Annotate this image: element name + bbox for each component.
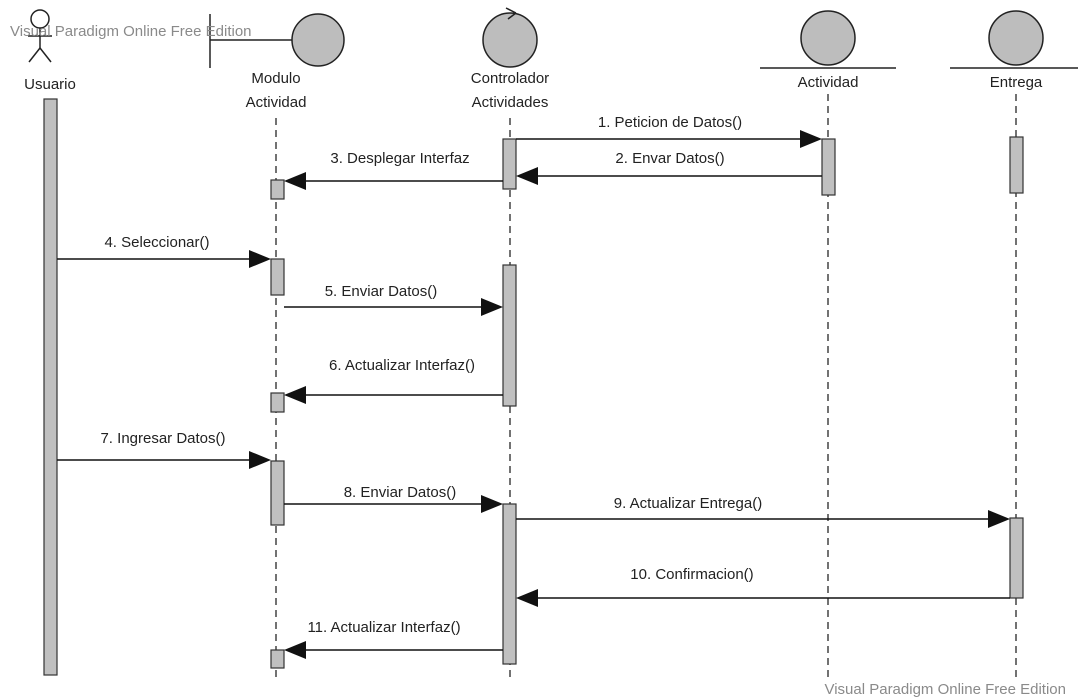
activation-usuario[interactable] (43, 98, 58, 676)
message-3-label: 3. Desplegar Interfaz (330, 150, 469, 167)
message-8[interactable] (284, 495, 503, 513)
entity-actividad-icon[interactable] (760, 10, 896, 69)
watermark-top: Visual Paradigm Online Free Edition (10, 23, 252, 40)
watermark-bottom: Visual Paradigm Online Free Edition (824, 681, 1066, 698)
message-5[interactable] (284, 298, 503, 316)
control-controlador-icon[interactable] (482, 7, 538, 68)
message-11-label: 11. Actualizar Interfaz() (307, 619, 460, 636)
participant-label-actividad: Actividad (798, 74, 859, 91)
participant-label-modulo-2: Actividad (246, 94, 307, 111)
participant-label-entrega: Entrega (990, 74, 1043, 91)
message-2[interactable] (516, 167, 822, 185)
activation-modulo-2[interactable] (270, 258, 285, 296)
message-9[interactable] (516, 510, 1010, 528)
message-6-label: 6. Actualizar Interfaz() (329, 357, 475, 374)
activation-actividad[interactable] (821, 138, 836, 196)
message-2-label: 2. Envar Datos() (615, 150, 724, 167)
message-7[interactable] (57, 451, 271, 469)
entity-entrega-icon[interactable] (950, 10, 1078, 69)
boundary-modulo-icon[interactable] (209, 13, 345, 68)
message-5-label: 5. Enviar Datos() (325, 283, 438, 300)
message-4[interactable] (57, 250, 271, 268)
activation-entrega-2[interactable] (1009, 517, 1024, 599)
activation-entrega-1[interactable] (1009, 136, 1024, 194)
participant-label-usuario: Usuario (24, 76, 76, 93)
activation-modulo-5[interactable] (270, 649, 285, 669)
participant-label-modulo-1: Modulo (251, 70, 300, 87)
activation-controlador-1[interactable] (502, 138, 517, 190)
activation-controlador-3[interactable] (502, 503, 517, 665)
activation-controlador-2[interactable] (502, 264, 517, 407)
message-1[interactable] (516, 130, 822, 148)
message-8-label: 8. Enviar Datos() (344, 484, 457, 501)
activation-modulo-4[interactable] (270, 460, 285, 526)
message-10[interactable] (516, 589, 1010, 607)
message-3[interactable] (284, 172, 503, 190)
message-9-label: 9. Actualizar Entrega() (614, 495, 762, 512)
message-4-label: 4. Seleccionar() (104, 234, 209, 251)
message-11[interactable] (284, 641, 503, 659)
message-1-label: 1. Peticion de Datos() (598, 114, 742, 131)
message-7-label: 7. Ingresar Datos() (100, 430, 225, 447)
actor-usuario-icon[interactable] (28, 9, 52, 63)
message-10-label: 10. Confirmacion() (630, 566, 753, 583)
activation-modulo-1[interactable] (270, 179, 285, 200)
activation-modulo-3[interactable] (270, 392, 285, 413)
participant-label-controlador-2: Actividades (472, 94, 549, 111)
participant-label-controlador-1: Controlador (471, 70, 549, 87)
message-6[interactable] (284, 386, 503, 404)
